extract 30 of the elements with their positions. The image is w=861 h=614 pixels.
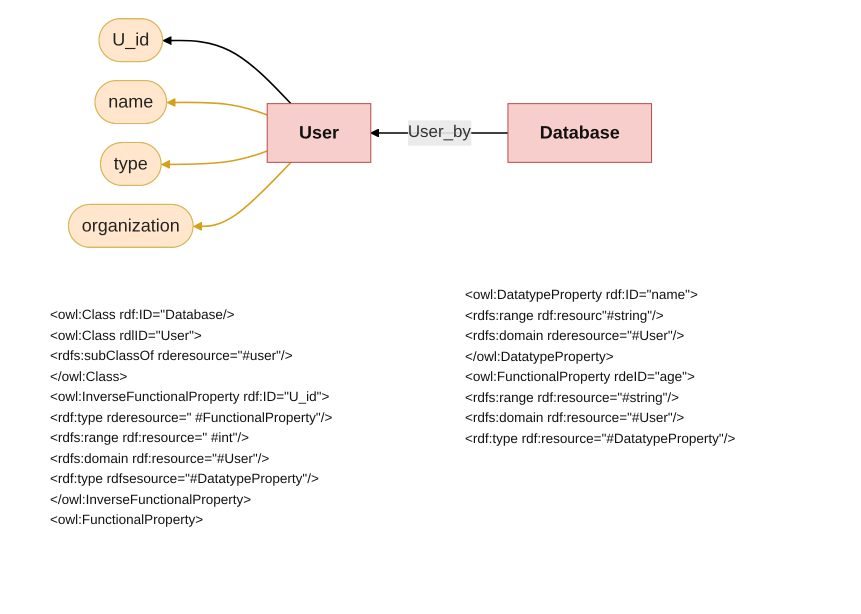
code-line: <owl:Class rdf:ID="Database/> (50, 306, 236, 324)
code-line: <rdfs:domain rdf:resource="#User"/> (465, 409, 686, 427)
arrow (161, 150, 268, 170)
attribute-ellipse: organization (68, 204, 194, 248)
class-box: Database (507, 103, 652, 163)
code-line: </owl:InverseFunctionalProperty> (50, 490, 252, 509)
edge-label: User_by (408, 120, 471, 146)
arrow (166, 98, 268, 116)
arrow (162, 36, 292, 104)
attribute-ellipse: U_id (98, 18, 164, 62)
code-line: <rdfs:domain rdf:resource="#User"/> (50, 450, 270, 468)
attribute-ellipse: name (94, 80, 168, 124)
code-line: <rdfs:domain rderesource="#User"/> (465, 327, 686, 345)
code-line: <rdf:type rdf:resource="#DatatypeProperty"/> (465, 430, 736, 448)
class-box: User (266, 103, 372, 163)
code-line: <rdf:type rdfsesource="#DatatypeProperty"/> (50, 470, 320, 488)
code-line: <owl:InverseFunctionalProperty rdf:ID="U_id"> (50, 388, 330, 406)
code-line: <owl:Class rdlID="User"> (50, 326, 203, 344)
code-line: <rdfs:subClassOf rderesource="#user"/> (50, 347, 294, 365)
code-line: <rdf:type rderesource=" #FunctionalProperty"/> (50, 408, 332, 427)
code-line: <rdfs:range rdf:resourc"#string"/> (465, 306, 665, 325)
code-line: </owl:DatatypeProperty> (465, 348, 615, 366)
code-line: <owl:FunctionalProperty> (50, 511, 204, 529)
code-line: </owl:Class> (50, 368, 128, 386)
attribute-ellipse: type (100, 142, 162, 186)
arrow (193, 162, 292, 231)
code-line: <rdfs:range rdf:resource=" #int"/> (50, 429, 250, 447)
code-line: <rdfs:range rdf:resource="#string"/> (465, 388, 680, 407)
code-line: <owl:FunctionalProperty rdeID="age"> (465, 368, 696, 386)
code-line: <owl:DatatypeProperty rdf:ID="name"> (465, 286, 699, 304)
